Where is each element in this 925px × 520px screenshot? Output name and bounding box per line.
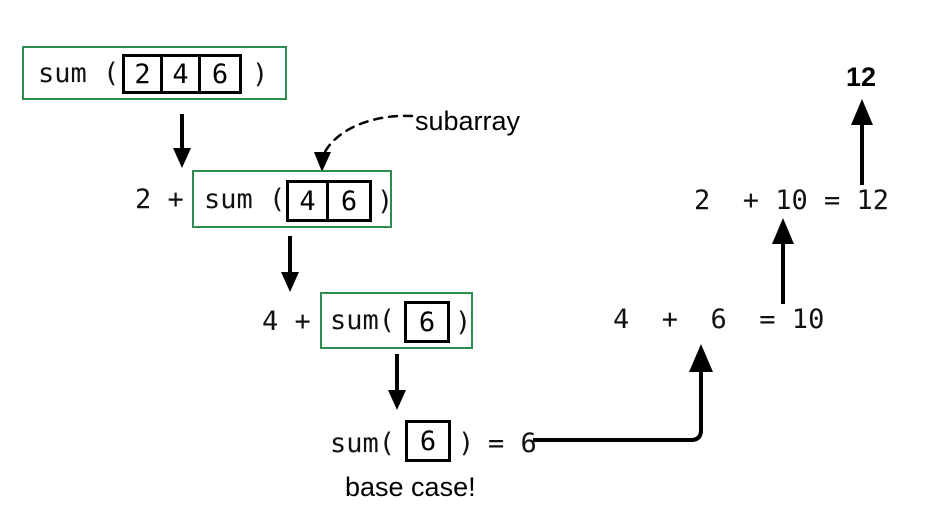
arrow-to-final-answer xyxy=(851,99,873,185)
prefix-level-3: 4 + xyxy=(262,306,311,337)
call-label-level-2: sum ( xyxy=(204,183,286,215)
call-box-level-3: sum( 6 ) xyxy=(320,292,473,349)
prefix-level-2: 2 + xyxy=(135,184,184,215)
arrow-sum-4-6-to-sum-2-10 xyxy=(772,218,794,304)
base-case-label: base case! xyxy=(345,472,476,502)
array-cell: 4 xyxy=(163,57,201,91)
array-cell: 2 xyxy=(125,57,163,91)
call-label-level-1: sum ( xyxy=(38,57,120,89)
base-case-expression: sum( 6 ) = 6 xyxy=(330,420,540,466)
array-cells-level-1: 2 4 6 xyxy=(122,54,242,94)
array-cell: 6 xyxy=(211,58,229,90)
array-cell: 6 xyxy=(418,306,436,338)
unwind-sum-4-6: 4 + 6 = 10 xyxy=(613,304,825,335)
call-box-level-2: sum ( 4 6 ) xyxy=(192,170,394,228)
unwind-sum-2-10: 2 + 10 = 12 xyxy=(694,185,890,216)
array-cell: 4 xyxy=(289,183,329,219)
arrow-base-case-to-sum-4-6 xyxy=(533,344,713,442)
base-case-call-label: sum( xyxy=(330,428,396,459)
call-close-level-2: ) xyxy=(377,186,394,217)
array-cells-level-3: 6 xyxy=(404,301,450,343)
arrow-level1-to-level2 xyxy=(173,114,191,168)
subarray-label: subarray xyxy=(415,106,521,136)
array-cells-level-2: 4 6 xyxy=(286,180,372,222)
call-close-level-3: ) xyxy=(455,307,472,338)
arrow-level3-to-base-case xyxy=(388,354,406,410)
subarray-pointer-arrow xyxy=(314,114,414,172)
call-box-level-1: sum ( 2 4 6 ) xyxy=(22,46,287,100)
call-close-level-1: ) xyxy=(252,59,269,90)
final-answer: 12 xyxy=(846,62,877,92)
array-cells-base-case: 6 xyxy=(405,420,451,462)
call-label-level-3: sum( xyxy=(330,305,396,336)
arrow-level2-to-level3 xyxy=(281,236,299,292)
base-case-result: = 6 xyxy=(488,428,537,459)
base-case-call-close: ) xyxy=(458,428,475,459)
array-cell: 6 xyxy=(340,185,358,217)
array-cell: 6 xyxy=(419,425,437,457)
